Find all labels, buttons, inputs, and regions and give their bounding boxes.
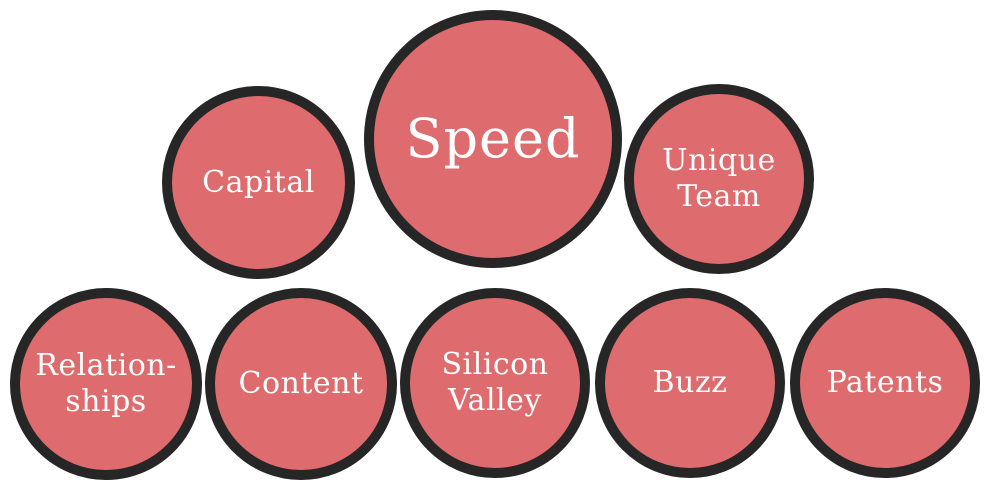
circle-content: Content [205, 288, 397, 480]
circle-patents-label: Patents [826, 365, 944, 400]
circle-silicon-valley-label: Silicon Valley [441, 347, 549, 418]
circle-patents: Patents [790, 288, 980, 478]
circle-silicon-valley: Silicon Valley [400, 288, 590, 478]
circle-speed-label: Speed [405, 106, 581, 170]
circle-speed: Speed [364, 10, 622, 268]
circle-buzz-label: Buzz [652, 365, 728, 400]
circle-content-label: Content [238, 366, 364, 401]
circle-relationships: Relation- ships [10, 288, 202, 480]
circle-capital-label: Capital [202, 164, 315, 200]
circle-relationships-label: Relation- ships [35, 348, 177, 419]
circle-buzz: Buzz [595, 288, 785, 478]
circle-capital: Capital [162, 86, 355, 279]
circle-unique-team: Unique Team [624, 84, 814, 274]
circle-unique-team-label: Unique Team [662, 143, 776, 214]
